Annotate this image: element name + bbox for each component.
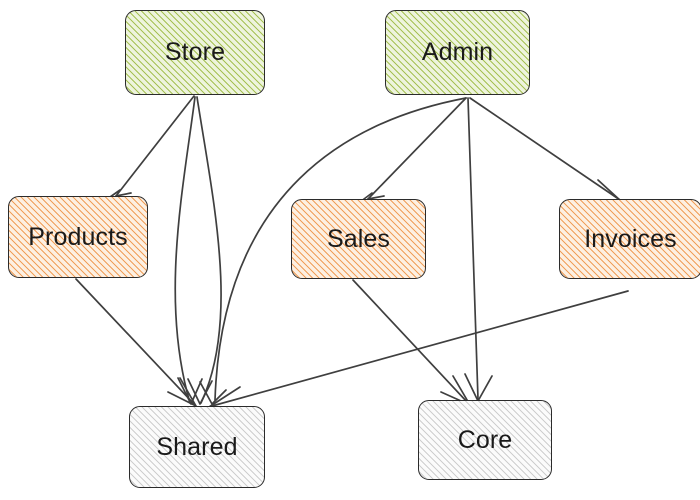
node-shared-label: Shared bbox=[156, 432, 238, 461]
edge-invoices-shared bbox=[208, 290, 629, 413]
node-sales-label: Sales bbox=[326, 224, 391, 253]
edge-admin-invoices bbox=[469, 97, 623, 207]
node-products[interactable]: Products bbox=[8, 196, 148, 278]
edge-admin-shared bbox=[199, 97, 467, 405]
node-admin[interactable]: Admin bbox=[385, 10, 530, 95]
node-invoices-label: Invoices bbox=[584, 224, 677, 253]
node-core-label: Core bbox=[457, 425, 513, 454]
node-shared[interactable]: Shared bbox=[129, 406, 265, 488]
node-sales[interactable]: Sales bbox=[291, 199, 426, 279]
edge-store-shared-a bbox=[174, 96, 203, 405]
node-store-label: Store bbox=[164, 38, 226, 66]
edge-store-products bbox=[102, 95, 195, 203]
node-store[interactable]: Store bbox=[125, 10, 265, 95]
edge-admin-sales bbox=[355, 97, 467, 206]
edge-store-shared-b bbox=[187, 96, 222, 405]
node-products-label: Products bbox=[28, 222, 128, 251]
node-core[interactable]: Core bbox=[418, 400, 552, 480]
edge-admin-core bbox=[464, 97, 493, 402]
node-admin-label: Admin bbox=[421, 38, 494, 66]
node-invoices[interactable]: Invoices bbox=[559, 199, 700, 279]
edge-products-shared bbox=[75, 278, 197, 407]
edge-sales-core bbox=[352, 279, 471, 406]
